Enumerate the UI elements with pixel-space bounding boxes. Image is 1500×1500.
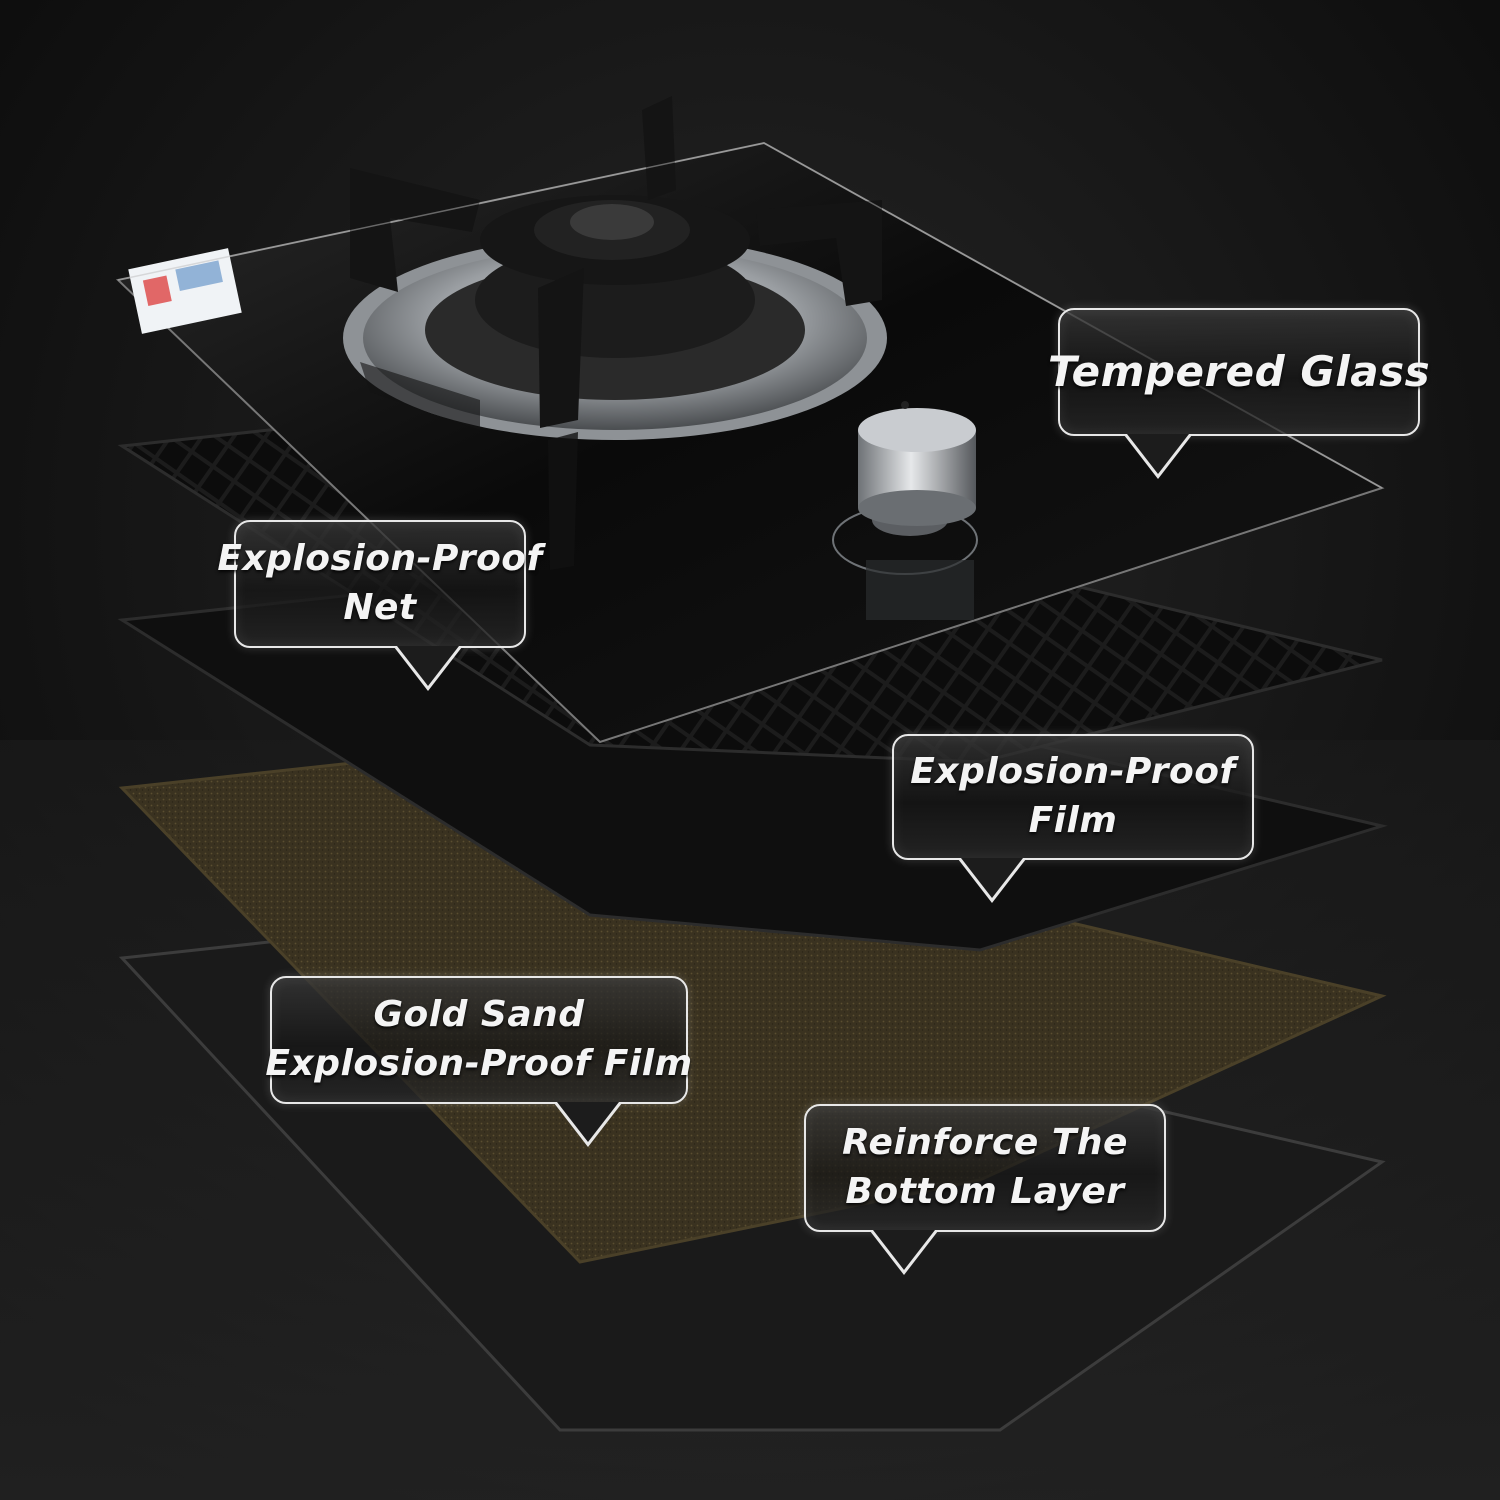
tempered-glass-callout: Tempered Glass [1048,308,1430,436]
explosion-proof-film-callout: Explosion-Proof Film [892,734,1254,860]
net-label-line1: Explosion-Proof [217,538,543,580]
bottom-label-line2: Bottom Layer [845,1171,1125,1212]
tempered-glass-label: Tempered Glass [1047,346,1431,396]
film-label-line2: Film [1028,800,1118,841]
energy-label-sticker [128,248,242,334]
film-label-line1: Explosion-Proof [910,751,1236,793]
gold-sand-label-line2: Explosion-Proof Film [265,1043,693,1084]
bottom-label-line1: Reinforce The [842,1122,1128,1164]
gold-sand-label-line1: Gold Sand [373,994,585,1036]
net-label-line2: Net [343,587,417,628]
control-knob-icon [832,401,978,620]
bottom-layer-callout: Reinforce The Bottom Layer [804,1104,1166,1232]
gold-sand-film-callout: Gold Sand Explosion-Proof Film [265,976,692,1104]
explosion-proof-net-callout: Explosion-Proof Net [217,520,542,648]
gas-burner-icon [343,96,887,570]
